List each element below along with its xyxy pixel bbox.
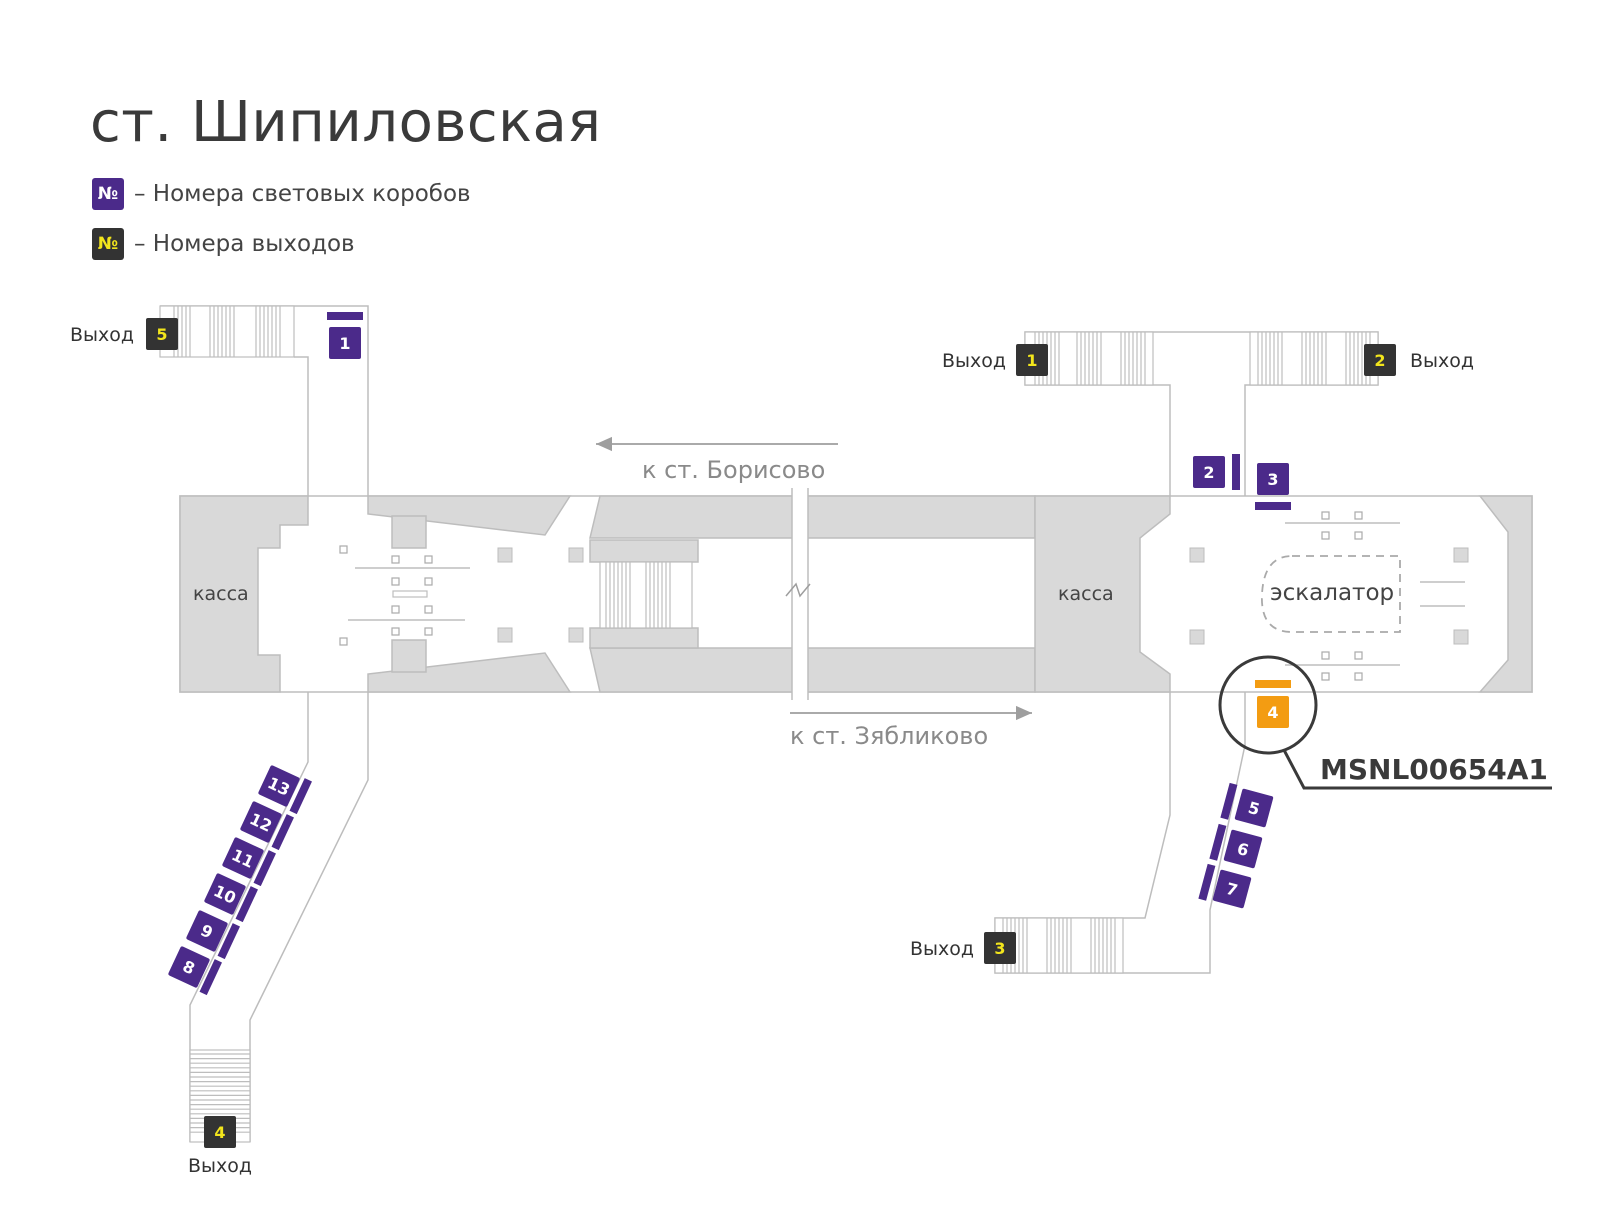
box-4-number: 4 <box>1267 703 1278 722</box>
right-bottom-corridor <box>994 692 1246 974</box>
box-7-number: 7 <box>1224 879 1240 900</box>
box-1[interactable]: 1 <box>327 312 363 359</box>
exit-4: 4 Выход <box>188 1116 252 1177</box>
legend-exit-text: – Номера выходов <box>134 231 355 257</box>
escalator-label: эскалатор <box>1270 580 1394 606</box>
exit-1-word: Выход <box>942 350 1006 372</box>
box-3[interactable]: 3 <box>1255 463 1291 510</box>
kassa-left-label: касса <box>193 583 249 605</box>
turnstiles-left <box>348 567 470 621</box>
direction-arrows: к ст. Борисово к ст. Зябликово <box>596 436 1032 750</box>
legend-exit-swatch: № <box>92 228 124 260</box>
exit-1-number: 1 <box>1026 351 1037 370</box>
highlight-circle <box>1218 655 1318 755</box>
exit-2-word: Выход <box>1410 350 1474 372</box>
box-9[interactable]: 9 <box>185 908 240 960</box>
box-6-number: 6 <box>1235 839 1251 860</box>
left-corridor <box>159 305 369 1143</box>
legend-exits: № – Номера выходов <box>92 228 355 260</box>
columns <box>339 511 1469 681</box>
box-1-number: 1 <box>339 334 350 353</box>
box-7[interactable]: 7 <box>1198 863 1252 911</box>
kassa-right-label: касса <box>1058 583 1114 605</box>
exit-3-number: 3 <box>994 939 1005 958</box>
boxes-5-7: 5 6 7 <box>1198 782 1274 911</box>
right-top-corridor <box>1024 331 1379 496</box>
turnstiles-right <box>1261 522 1465 666</box>
kassa-right-block <box>1034 495 1171 693</box>
page-title: ст. Шипиловская <box>90 90 602 155</box>
box-5-number: 5 <box>1246 798 1262 819</box>
exit-4-word: Выход <box>188 1155 252 1177</box>
box-12[interactable]: 12 <box>239 799 294 851</box>
to-borisovo-label: к ст. Борисово <box>642 456 825 484</box>
box-13[interactable]: 13 <box>257 763 312 815</box>
exit-5-number: 5 <box>156 325 167 344</box>
exit-2: 2 Выход <box>1364 344 1474 376</box>
box-4-highlighted[interactable]: 4 MSNL00654A1 <box>1218 655 1552 790</box>
exit-3: Выход 3 <box>910 932 1016 964</box>
main-hall <box>179 488 1533 700</box>
box-10[interactable]: 10 <box>203 871 258 923</box>
central-stairs <box>599 561 693 629</box>
kassa-left-block <box>179 495 309 693</box>
box-11[interactable]: 11 <box>221 835 276 887</box>
box-3-number: 3 <box>1267 470 1278 489</box>
box-6[interactable]: 6 <box>1209 823 1263 871</box>
exit-5: Выход 5 <box>70 318 178 350</box>
box-5[interactable]: 5 <box>1220 782 1274 830</box>
exit-4-number: 4 <box>214 1123 225 1142</box>
legend-light-boxes: № – Номера световых коробов <box>92 178 471 210</box>
exit-3-word: Выход <box>910 938 974 960</box>
box-2[interactable]: 2 <box>1193 454 1240 490</box>
highlight-code: MSNL00654A1 <box>1320 753 1548 786</box>
legend-box-text: – Номера световых коробов <box>134 181 471 207</box>
to-zyablikovo-label: к ст. Зябликово <box>790 722 988 750</box>
legend-box-swatch: № <box>92 178 124 210</box>
exit-1: Выход 1 <box>942 344 1048 376</box>
exit-5-word: Выход <box>70 324 134 346</box>
exit-2-number: 2 <box>1374 351 1385 370</box>
box-2-number: 2 <box>1203 463 1214 482</box>
escalator-outline <box>1261 555 1401 633</box>
box-8[interactable]: 8 <box>167 944 222 996</box>
